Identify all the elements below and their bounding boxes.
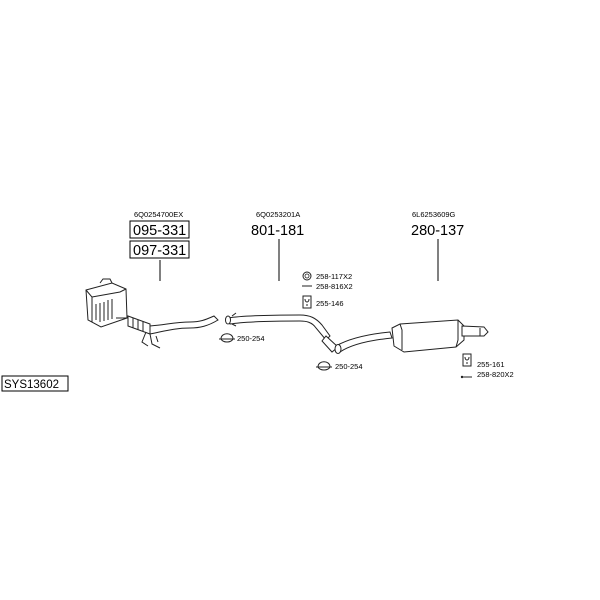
- oe-number-label: 6Q0253201A: [256, 210, 300, 219]
- accessory-bolt[interactable]: 258-816X2: [302, 282, 353, 291]
- assembly-catalyst: 6Q0254700EX 095-331 097-331: [85, 210, 219, 349]
- system-code: SYS13602: [1, 375, 69, 392]
- accessory-label: 255-161: [477, 360, 505, 369]
- accessory-clamp[interactable]: 250-254: [316, 361, 363, 371]
- accessory-hanger[interactable]: 255-146: [302, 295, 344, 309]
- system-code-box: [1, 375, 69, 392]
- part-number-label[interactable]: 095-331: [133, 223, 186, 239]
- clamp-icon: [219, 333, 235, 343]
- part-number-label[interactable]: 097-331: [133, 243, 186, 259]
- catalytic-converter-drawing[interactable]: [85, 278, 219, 349]
- centre-pipe-drawing[interactable]: [225, 312, 339, 353]
- part-number-box[interactable]: [129, 240, 190, 259]
- rear-silencer-drawing[interactable]: [334, 319, 489, 354]
- accessory-label: 250-254: [237, 334, 265, 343]
- hanger-icon: [302, 295, 312, 309]
- assembly-rear-silencer: 6L6253609G 280-137: [334, 210, 489, 354]
- accessory-hanger[interactable]: 255-161: [462, 353, 505, 369]
- accessory-label: 258-117X2: [316, 272, 352, 281]
- system-code-label: SYS13602: [4, 379, 59, 391]
- part-number-box[interactable]: [129, 220, 190, 239]
- oe-number-label: 6Q0254700EX: [134, 210, 183, 219]
- part-number-label[interactable]: 280-137: [411, 223, 464, 239]
- accessory-label: 258-820X2: [477, 370, 514, 379]
- oe-number-label: 6L6253609G: [412, 210, 456, 219]
- accessory-label: 250-254: [335, 362, 363, 371]
- accessory-ring[interactable]: 258-117X2: [302, 271, 352, 281]
- part-number-label[interactable]: 801-181: [251, 223, 304, 239]
- accessory-bolt[interactable]: 258-820X2: [460, 370, 514, 379]
- hanger-icon: [462, 353, 472, 367]
- accessory-label: 255-146: [316, 299, 344, 308]
- assembly-centre-pipe: 6Q0253201A 801-181: [225, 210, 339, 353]
- accessory-label: 258-816X2: [316, 282, 353, 291]
- clamp-icon: [316, 361, 332, 371]
- accessory-clamp[interactable]: 250-254: [219, 333, 265, 343]
